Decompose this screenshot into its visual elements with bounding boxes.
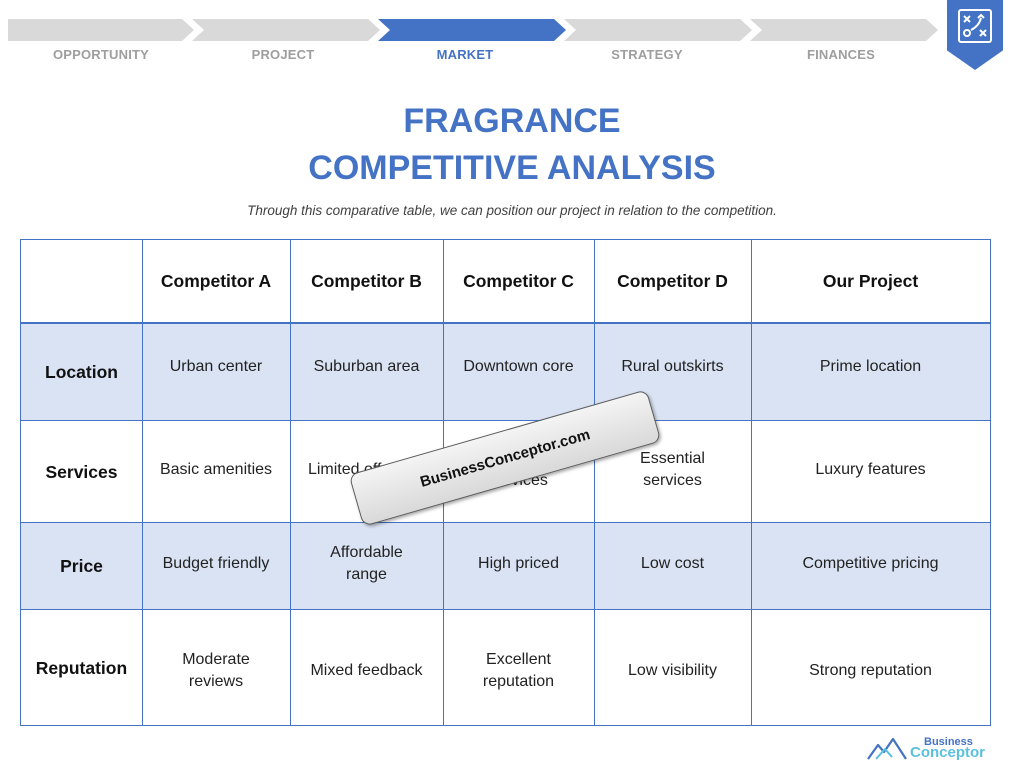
row-band-price [21,522,990,609]
column-divider [751,240,752,725]
step-chevron-strategy [564,19,752,41]
row-divider [21,420,990,421]
business-conceptor-logo: Business Conceptor [866,733,996,763]
table-cell: Competitive pricing [802,555,939,572]
table-cell: Urban center [169,358,263,375]
step-label-opportunity[interactable]: OPPORTUNITY [52,47,150,62]
step-chevron-project [192,19,380,41]
table-cell: Downtown core [463,358,574,375]
table-cell: Low cost [640,555,705,572]
section-badge [947,0,1003,70]
table-cell: Suburban area [313,358,420,375]
step-label-strategy[interactable]: STRATEGY [611,47,683,62]
step-chevron-market [378,19,566,41]
table-cell: Low visibility [628,662,717,679]
step-chevron-finances [750,19,938,41]
header-competitor-d: Competitor D [617,271,728,291]
logo-text-conceptor: Conceptor [910,744,985,761]
row-label-price: Price [60,556,103,576]
logo-text-business: Business [924,736,973,748]
progress-steps [8,19,938,41]
mountain-logo-icon [867,737,907,760]
step-chevron-opportunity [8,19,194,41]
competitive-analysis-table: Competitor A Competitor B Competitor C C… [20,239,991,726]
row-divider [21,609,990,610]
page-title-line1: FRAGRANCE [403,102,621,140]
table-cell: Affordable range [330,544,403,583]
table-cell: Rural outskirts [621,358,724,375]
page-title-line2: COMPETITIVE ANALYSIS [308,149,716,187]
table-cell: Excellent reputation [482,651,555,690]
header-competitor-b: Competitor B [311,271,422,291]
strategy-board-icon [958,9,992,43]
page-subtitle: Through this comparative table, we can p… [247,203,777,218]
header-competitor-a: Competitor A [160,271,272,291]
column-divider [142,240,143,725]
step-label-market[interactable]: MARKET [436,47,494,62]
row-label-services: Services [45,461,118,482]
header-our-project: Our Project [822,271,919,291]
table-cell: Strong reputation [809,662,932,679]
column-divider [290,240,291,725]
column-divider [594,240,595,725]
table-cell: Mixed feedback [310,662,423,679]
step-label-project[interactable]: PROJECT [251,47,315,62]
table-cell: Prime location [819,358,922,375]
row-label-location: Location [45,362,118,382]
row-label-reputation: Reputation [35,657,128,678]
table-cell: Essential services [640,449,705,489]
row-band-location [21,322,990,420]
row-divider [21,522,990,523]
table-cell: Budget friendly [162,555,270,572]
table-cell: Basic amenities [159,460,273,478]
table-cell: High priced [478,555,559,572]
header-competitor-c: Competitor C [463,271,574,291]
row-divider [21,322,990,324]
step-label-finances[interactable]: FINANCES [806,47,876,62]
table-cell: Moderate reviews [182,651,250,690]
table-cell: Luxury features [815,460,926,478]
